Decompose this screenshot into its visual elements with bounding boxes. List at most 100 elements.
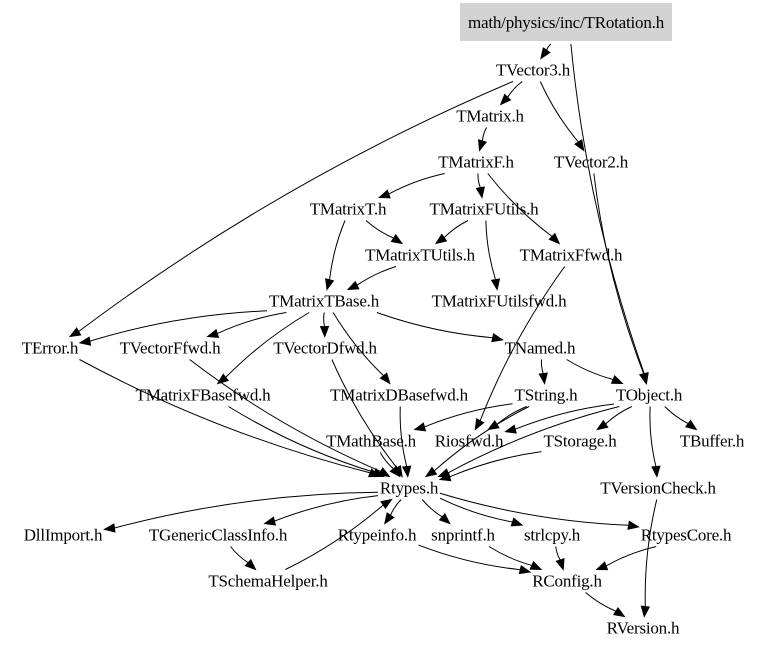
edge-tmatrixtbase-to-tmatrixdbasefwd: [332, 312, 384, 377]
node-tmatrixffwd[interactable]: TMatrixFfwd.h: [519, 245, 623, 265]
arrowhead-icon: [216, 373, 230, 385]
node-tmatrixtbase[interactable]: TMatrixTBase.h: [268, 291, 380, 311]
edge-tmathbase-to-rtypes: [379, 452, 394, 470]
edge-tmatrixt-to-tmatrixtbase: [329, 220, 346, 280]
edge-tmatrixfutils-to-tmatrixtutils: [443, 220, 469, 239]
node-tstorage[interactable]: TStorage.h: [543, 431, 617, 451]
edge-snprintf-to-rconfig: [488, 546, 532, 566]
edge-rtypeinfo-to-rconfig: [418, 544, 521, 571]
arrowhead-icon: [206, 328, 220, 338]
edge-tobject-to-tversioncheck: [649, 406, 657, 467]
arrowhead-icon: [504, 424, 517, 434]
node-dllimport[interactable]: DllImport.h: [23, 525, 103, 545]
node-tobject[interactable]: TObject.h: [615, 385, 683, 405]
node-tbuffer[interactable]: TBuffer.h: [679, 431, 745, 451]
arrowhead-icon: [490, 278, 501, 291]
arrowhead-icon: [78, 336, 92, 346]
edge-tmatrixffwd-to-riosfwd: [479, 266, 566, 421]
edge-tschemahelper-to-rtypes: [285, 504, 384, 570]
node-tmatrixfbasefwd[interactable]: TMatrixFBasefwd.h: [135, 385, 271, 405]
arrowhead-icon: [372, 467, 385, 478]
edge-strlcpy-to-rconfig: [555, 546, 561, 561]
node-tnamed[interactable]: TNamed.h: [504, 338, 576, 358]
arrowhead-icon: [627, 520, 640, 530]
arrowhead-icon: [380, 498, 393, 510]
node-riosfwd[interactable]: Riosfwd.h: [434, 431, 504, 451]
node-tvectorffwd[interactable]: TVectorFfwd.h: [119, 338, 221, 358]
edge-tmatrixfbasefwd-to-rtypes: [228, 406, 375, 473]
edge-tmatrixf-to-tmatrixffwd: [487, 173, 553, 237]
edge-tvector3-to-tmatrix: [507, 81, 523, 98]
edge-tvector3-to-tvector2: [539, 81, 579, 143]
node-snprintf[interactable]: snprintf.h: [431, 525, 495, 545]
node-tmatrixtutils[interactable]: TMatrixTUtils.h: [365, 245, 475, 265]
arrowhead-icon: [244, 558, 257, 571]
node-rtypescore[interactable]: RtypesCore.h: [640, 525, 732, 545]
edge-rtypes-to-rtypeinfo: [390, 499, 402, 516]
edge-tmatrix-to-tmatrixf: [481, 127, 487, 141]
edge-tvectordfwd-to-rtypes: [331, 359, 398, 469]
arrowhead-icon: [491, 332, 504, 343]
arrowhead-icon: [548, 232, 561, 245]
edge-tversioncheck-to-rversion: [644, 499, 658, 607]
edge-rtypes-to-dllimport: [114, 491, 379, 529]
node-tversioncheck[interactable]: TVersionCheck.h: [600, 478, 716, 498]
node-rtypes[interactable]: Rtypes.h: [379, 478, 439, 498]
edge-tmatrixtbase-to-tnamed: [376, 312, 493, 339]
node-rtypeinfo[interactable]: Rtypeinfo.h: [337, 525, 417, 545]
edge-root-to-tvector3: [546, 43, 552, 51]
edge-rtypes-to-strlcpy: [439, 497, 513, 523]
arrowhead-icon: [538, 372, 548, 385]
node-tstring[interactable]: TString.h: [514, 385, 578, 405]
edge-rtypes-to-tgenericclassinfo: [274, 495, 379, 522]
node-tmatrixfutilsfwd[interactable]: TMatrixFUtilsfwd.h: [431, 291, 567, 311]
node-strlcpy[interactable]: strlcpy.h: [523, 525, 581, 545]
node-tmatrixf[interactable]: TMatrixF.h: [438, 152, 514, 172]
arrowhead-icon: [640, 605, 651, 618]
edge-tobject-to-tstorage: [605, 406, 632, 425]
arrowhead-icon: [319, 325, 330, 338]
node-tmatrixdbasefwd[interactable]: TMatrixDBasefwd.h: [330, 385, 468, 405]
node-tvectordfwd[interactable]: TVectorDfwd.h: [273, 338, 377, 358]
arrowhead-icon: [263, 516, 277, 526]
edge-tmatrixtbase-to-tmatrixfbasefwd: [225, 312, 310, 378]
edge-tstring-to-riosfwd: [496, 406, 527, 425]
edge-tobject-to-riosfwd: [515, 403, 615, 430]
node-tmatrix[interactable]: TMatrix.h: [456, 106, 524, 126]
edge-tmatrixtbase-to-terror: [89, 310, 268, 342]
arrowhead-icon: [438, 472, 452, 482]
edge-tstring-to-tmathbase: [424, 403, 513, 428]
edge-tmatrixf-to-tmatrixt: [388, 173, 445, 195]
edge-tstring-to-rtypes: [433, 406, 530, 472]
node-tmatrixfutils[interactable]: TMatrixFUtils.h: [429, 199, 539, 219]
edge-tmatrixtbase-to-tvectorffwd: [217, 312, 287, 335]
arrowhead-icon: [401, 465, 412, 478]
edge-tmatrixtutils-to-tmatrixtbase: [356, 266, 397, 286]
node-rversion[interactable]: RVersion.h: [606, 618, 680, 638]
arrowhead-icon: [518, 564, 532, 575]
node-tmatrixt[interactable]: TMatrixT.h: [309, 199, 387, 219]
edge-tmatrixfutils-to-tmatrixfutilsfwd: [485, 220, 496, 280]
node-tvector3[interactable]: TVector3.h: [495, 60, 571, 80]
node-rconfig[interactable]: RConfig.h: [532, 571, 602, 591]
edge-tnamed-to-tstring: [540, 359, 544, 374]
node-tvector2[interactable]: TVector2.h: [553, 152, 629, 172]
arrowhead-icon: [487, 420, 500, 431]
edge-rconfig-to-rversion: [585, 592, 617, 612]
edge-tgenericclassinfo-to-tschemahelper: [230, 546, 249, 564]
arrowhead-icon: [475, 186, 485, 199]
arrowhead-icon: [103, 523, 116, 533]
node-tschemahelper[interactable]: TSchemaHelper.h: [208, 571, 328, 591]
arrowhead-icon: [378, 189, 391, 199]
arrowhead-icon: [651, 465, 661, 478]
arrowhead-icon: [555, 558, 565, 571]
edge-terror-to-rtypes: [79, 359, 371, 474]
arrowhead-icon: [478, 139, 488, 152]
node-root[interactable]: math/physics/inc/TRotation.h: [459, 3, 673, 41]
node-tmathbase[interactable]: TMathBase.h: [326, 431, 416, 451]
node-terror[interactable]: TError.h: [21, 338, 79, 358]
arrowhead-icon: [379, 372, 391, 385]
node-tgenericclassinfo[interactable]: TGenericClassInfo.h: [148, 525, 288, 545]
arrowhead-icon: [434, 233, 448, 245]
